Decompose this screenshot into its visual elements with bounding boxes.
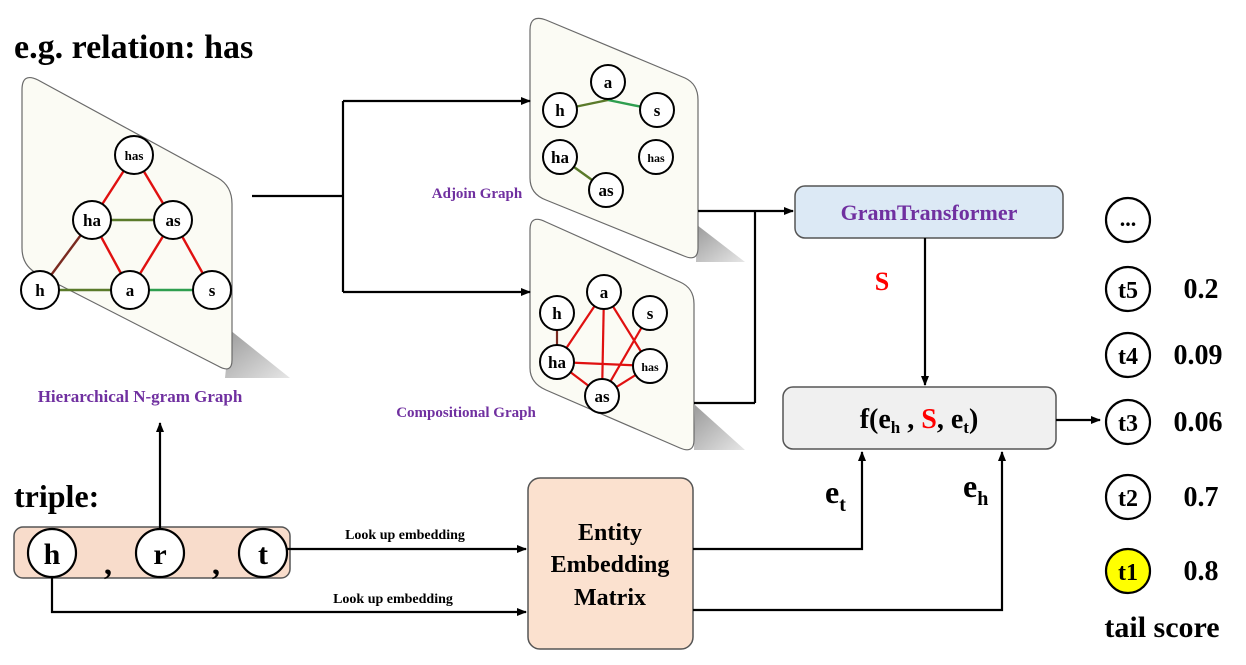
svg-text:has: has [647,151,665,165]
node-h: h [542,92,578,128]
adjoin-graph-panel: a h s ha has as [529,17,745,262]
lookup-label-bottom: Look up embedding [333,592,453,607]
triple-comma: , [212,545,220,581]
graph-plane [21,77,233,370]
svg-text:ha: ha [548,353,566,372]
adjoin-graph-label: Adjoin Graph [432,186,523,202]
svg-text:h: h [552,304,562,323]
node-has: has [632,348,668,384]
node-s: s [192,270,232,310]
score-function-box [782,386,1057,450]
panel-shadow [694,405,745,450]
svg-text:h: h [44,538,61,571]
triple-head-node: h [26,527,78,579]
hierarchical-graph-label: Hierarchical N-gram Graph [38,387,243,406]
node-a: a [590,64,626,100]
candidate-score: 0.8 [1184,556,1219,587]
node-has: has [114,135,154,175]
entity-matrix-line1: Entity [578,520,642,546]
gram-transformer-label: GramTransformer [841,200,1018,225]
triple-comma: , [104,545,112,581]
arrow-head-to-matrix [50,577,527,616]
node-as: as [588,172,624,208]
triple-label: triple: [14,478,99,514]
candidate-t4: t4 0.09 [1104,331,1223,379]
candidate-score: 0.09 [1174,340,1223,371]
node-s: s [639,92,675,128]
svg-text:has: has [641,360,659,374]
e-t-label: et [825,474,846,516]
entity-embedding-matrix-box [527,477,694,650]
svg-text:as: as [165,211,181,230]
node-h: h [539,295,575,331]
svg-text:a: a [604,73,613,92]
svg-text:s: s [209,281,216,300]
candidate-score: 0.2 [1184,274,1219,305]
candidate-t5: t5 0.2 [1104,265,1219,313]
entity-matrix-line3: Matrix [574,585,646,611]
svg-text:t2: t2 [1118,486,1138,512]
svg-text:h: h [555,101,565,120]
candidate-score: 0.06 [1174,407,1223,438]
merge-arrows [694,207,794,405]
svg-text:...: ... [1120,206,1137,231]
svg-text:s: s [654,101,661,120]
node-h: h [20,270,60,310]
node-ha: ha [542,139,578,175]
node-has: has [638,139,674,175]
candidate-t3: t3 0.06 [1104,398,1223,446]
embedding-output-arrows [693,451,1006,612]
svg-text:as: as [594,387,610,406]
svg-text:has: has [125,148,144,163]
svg-text:as: as [598,181,614,200]
panel-shadow [225,330,290,378]
e-h-label: eh [963,468,988,510]
svg-text:r: r [153,538,166,571]
example-relation-title: e.g. relation: has [14,29,253,66]
hierarchical-graph-panel: has ha as h a s [20,77,290,378]
candidate-t2: t2 0.7 [1104,473,1219,521]
svg-text:a: a [126,281,135,300]
svg-text:ha: ha [83,211,101,230]
triple-tail-node: t [237,527,289,579]
score-function-label: f(eh , S, et) [860,404,979,437]
graph-plane [529,17,699,259]
svg-text:ha: ha [551,148,569,167]
node-ha: ha [539,344,575,380]
compositional-graph-panel: h a s ha has as [529,218,745,451]
candidate-t1: t1 0.8 [1104,547,1219,595]
compositional-graph-label: Compositional Graph [396,405,536,421]
svg-text:h: h [35,281,45,300]
arrow-et-to-f [693,451,866,551]
split-arrows [252,97,531,296]
node-as: as [584,378,620,414]
lookup-label-top: Look up embedding [345,528,465,543]
svg-text:t3: t3 [1118,411,1138,437]
node-ha: ha [72,200,112,240]
svg-text:t1: t1 [1118,560,1138,586]
svg-text:a: a [600,283,609,302]
svg-text:s: s [647,304,654,323]
svg-text:t5: t5 [1118,278,1138,304]
node-as: as [153,200,193,240]
candidate-ellipsis: ... [1104,196,1152,244]
svg-text:t4: t4 [1118,344,1138,370]
entity-matrix-line2: Embedding [551,552,670,578]
relation-score-symbol: S [875,267,889,296]
triple-relation-node: r [134,527,186,579]
svg-text:t: t [258,538,268,571]
node-s: s [632,295,668,331]
tail-score-caption: tail score [1104,611,1219,644]
gram-transformer-box [794,185,1064,239]
arrow-eh-to-f [693,451,1006,612]
graph-plane [529,218,695,451]
panel-shadow [696,225,745,262]
node-a: a [110,270,150,310]
candidate-score: 0.7 [1184,482,1219,513]
node-a: a [586,274,622,310]
